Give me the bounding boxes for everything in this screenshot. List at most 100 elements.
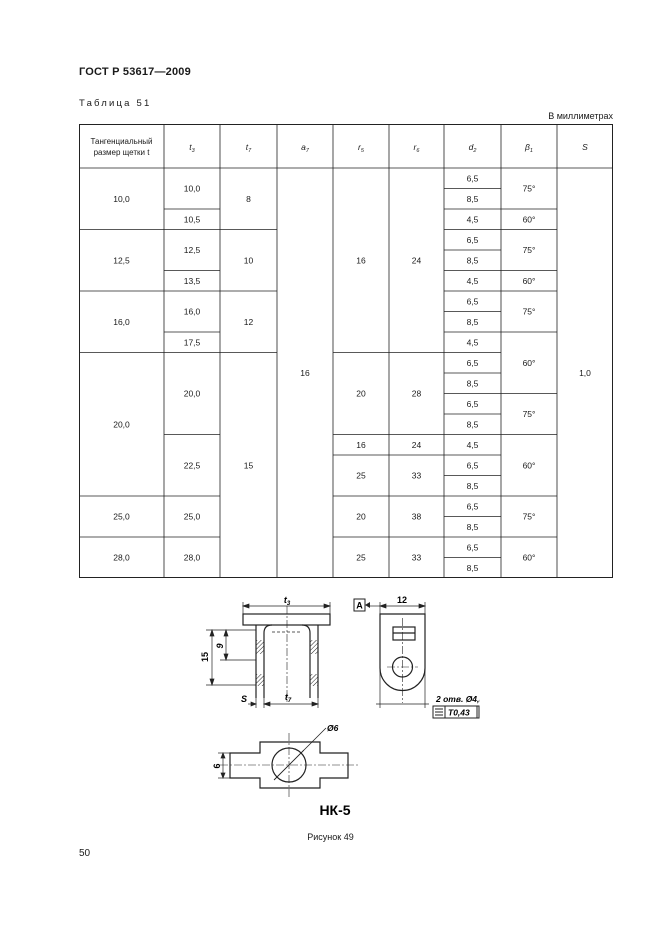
table-cell: 4,5 — [467, 276, 479, 286]
table-cell: 12 — [244, 317, 254, 327]
table-cell: 16,0 — [184, 307, 201, 317]
table-cell: 38 — [412, 512, 422, 522]
table-cell: 6,5 — [467, 296, 479, 306]
table-cell: 20 — [356, 512, 366, 522]
table-cell: 20,0 — [113, 419, 130, 429]
table-cell: 24 — [412, 255, 422, 265]
table-cell: 17,5 — [184, 337, 201, 347]
table-cell: 6,5 — [467, 358, 479, 368]
table-cell: 6,5 — [467, 501, 479, 511]
header-cell: β1 — [524, 142, 533, 154]
holes-note: 2 отв. Ø4,5 — [435, 694, 480, 704]
tolerance-frame — [432, 705, 480, 719]
label-d6: Ø6 — [327, 723, 339, 733]
table-cell: 33 — [412, 553, 422, 563]
table-cell: 16 — [356, 255, 366, 265]
label-15: 15 — [200, 652, 210, 662]
side-view — [376, 613, 429, 708]
header-cell: r5 — [358, 142, 365, 154]
label-t3: t3 — [284, 595, 291, 607]
table-cell: 33 — [412, 471, 422, 481]
header-cell: t3 — [189, 142, 195, 154]
table-cell: 60° — [523, 214, 536, 224]
table-cell: 15 — [244, 460, 254, 470]
table-cell: 8,5 — [467, 481, 479, 491]
header-cell: r6 — [414, 142, 421, 154]
table-cell: 60° — [523, 460, 536, 470]
table-cell: 20,0 — [184, 389, 201, 399]
table-cell: 1,0 — [579, 368, 591, 378]
table-cell: 8 — [246, 194, 251, 204]
table-cell: 75° — [523, 409, 536, 419]
table-cell: 75° — [523, 512, 536, 522]
table-frame — [79, 124, 613, 578]
table-cell: 4,5 — [467, 214, 479, 224]
table-cell: 8,5 — [467, 378, 479, 388]
page-number: 50 — [79, 848, 91, 859]
tolerance-value: T0,43 — [448, 708, 470, 718]
table-cell: 75° — [523, 245, 536, 255]
table-cell: 8,5 — [467, 563, 479, 573]
table-cell: 8,5 — [467, 419, 479, 429]
table-cell: 13,5 — [184, 276, 201, 286]
header-cell: Тангенциальный — [91, 137, 153, 146]
label-6: 6 — [212, 763, 222, 768]
table-cell: 28 — [412, 389, 422, 399]
table-cell: 75° — [523, 184, 536, 194]
dimension-6 — [218, 752, 230, 779]
label-t7: t7 — [285, 692, 292, 704]
label-12: 12 — [397, 595, 407, 605]
table-cell: 12,5 — [184, 245, 201, 255]
table-cell: 25,0 — [184, 512, 201, 522]
units-note: В миллиметрах — [548, 111, 613, 121]
table-cell: 60° — [523, 553, 536, 563]
table-cell: 8,5 — [467, 255, 479, 265]
header-cell: S — [582, 142, 588, 152]
model-name: НК-5 — [319, 802, 350, 818]
table-cell: 10,0 — [184, 184, 201, 194]
front-view — [242, 606, 331, 703]
table-cell: 16 — [356, 440, 366, 450]
table-cell: 4,5 — [467, 337, 479, 347]
header-cell: размер щетки t — [94, 148, 151, 157]
header-cell: a7 — [301, 142, 310, 154]
table-cell: 28,0 — [184, 553, 201, 563]
table-cell: 16 — [300, 368, 310, 378]
table-cell: 8,5 — [467, 522, 479, 532]
table-caption: Таблица 51 — [79, 98, 152, 109]
table-cell: 10 — [244, 255, 254, 265]
plan-view — [220, 727, 358, 798]
table-cell: 24 — [412, 440, 422, 450]
technical-drawing: t3 15 9 S t7 — [200, 595, 480, 818]
table-cell: 6,5 — [467, 460, 479, 470]
table-cell: 16,0 — [113, 317, 130, 327]
label-S: S — [241, 694, 247, 704]
table-cell: 20 — [356, 389, 366, 399]
label-A: A — [356, 601, 363, 611]
table-cell: 60° — [523, 358, 536, 368]
table-cell: 75° — [523, 307, 536, 317]
table-cell: 10,5 — [184, 214, 201, 224]
table-cell: 6,5 — [467, 542, 479, 552]
header-cell: t7 — [246, 142, 252, 154]
table-cell: 12,5 — [113, 255, 130, 265]
dimension-t3 — [241, 602, 332, 614]
table-cell: 8,5 — [467, 317, 479, 327]
document-title: ГОСТ Р 53617—2009 — [79, 66, 191, 78]
table-cell: 60° — [523, 276, 536, 286]
table-cell: 6,5 — [467, 235, 479, 245]
table-cell: 28,0 — [113, 553, 130, 563]
table-cell: 22,5 — [184, 460, 201, 470]
table-cell: 6,5 — [467, 399, 479, 409]
table-cell: 10,0 — [113, 194, 130, 204]
table-cell: 8,5 — [467, 194, 479, 204]
dimension-15 — [206, 628, 256, 687]
table-cell: 25 — [356, 471, 366, 481]
label-9: 9 — [215, 643, 225, 648]
table-cell: 25 — [356, 553, 366, 563]
figure-caption: Рисунок 49 — [307, 832, 354, 842]
dimension-t7 — [248, 698, 320, 708]
table-cell: 25,0 — [113, 512, 130, 522]
table-cell: 6,5 — [467, 173, 479, 183]
